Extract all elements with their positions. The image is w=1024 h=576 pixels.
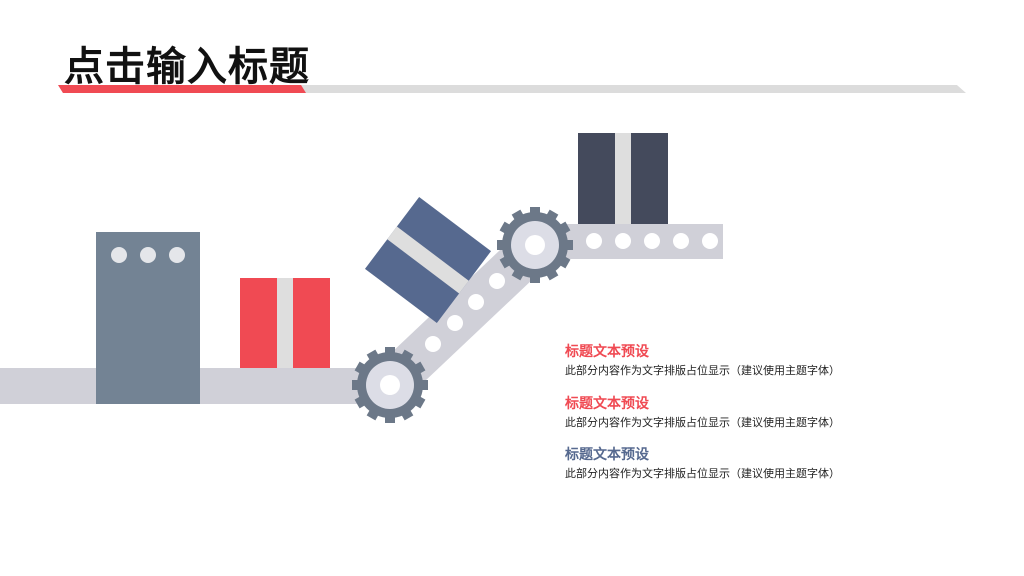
red-box <box>240 278 330 368</box>
title-underline-gray <box>60 85 966 93</box>
blue-box <box>364 196 492 324</box>
slate-machine <box>96 232 200 404</box>
text-item-1-heading[interactable]: 标题文本预设 <box>565 344 649 360</box>
text-item-2: 标题文本预设 此部分内容作为文字排版占位显示（建议使用主题字体） <box>565 395 840 431</box>
title-underline-red <box>58 85 306 93</box>
slide-title[interactable]: 点击输入标题 <box>64 44 310 90</box>
text-item-1-body[interactable]: 此部分内容作为文字排版占位显示（建议使用主题字体） <box>565 364 840 377</box>
text-item-3-body[interactable]: 此部分内容作为文字排版占位显示（建议使用主题字体） <box>565 467 840 480</box>
text-item-3-heading[interactable]: 标题文本预设 <box>565 447 649 463</box>
navy-box <box>578 133 668 224</box>
diagonal-belt <box>372 233 552 399</box>
text-item-3: 标题文本预设 此部分内容作为文字排版占位显示（建议使用主题字体） <box>565 446 840 482</box>
text-item-1: 标题文本预设 此部分内容作为文字排版占位显示（建议使用主题字体） <box>565 343 840 379</box>
text-item-2-heading[interactable]: 标题文本预设 <box>565 396 649 412</box>
text-item-2-body[interactable]: 此部分内容作为文字排版占位显示（建议使用主题字体） <box>565 416 840 429</box>
